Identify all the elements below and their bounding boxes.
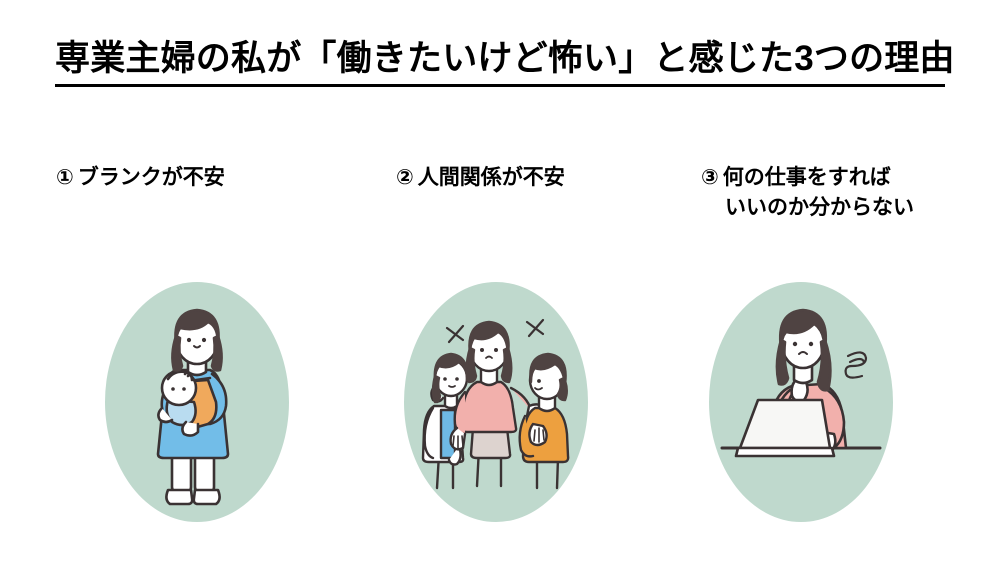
- reason-1-number: ①: [56, 166, 74, 189]
- page-title-text: 専業主婦の私が「働きたいけど怖い」と感じた3つの理由: [55, 39, 955, 78]
- tension-mark-left: [445, 324, 465, 344]
- illustration-three-women-talking: [401, 282, 591, 528]
- illustration-mother-holding-baby: [102, 282, 292, 528]
- reason-3-label: 何の仕事をすれば: [722, 166, 891, 189]
- title-underline: [55, 83, 945, 87]
- illustration-woman-thinking-at-laptop: [706, 282, 896, 528]
- scribble-mark: [844, 351, 868, 379]
- page-title: 専業主婦の私が「働きたいけど怖い」と感じた3つの理由: [55, 38, 955, 87]
- reason-2-label: 人間関係が不安: [417, 166, 565, 189]
- reason-1-label: ブランクが不安: [77, 166, 225, 189]
- reason-2-number: ②: [396, 166, 414, 189]
- tension-mark-right: [525, 318, 545, 338]
- reason-3-label-line2: いいのか分からない: [725, 195, 914, 219]
- reason-3-number: ③: [701, 166, 719, 189]
